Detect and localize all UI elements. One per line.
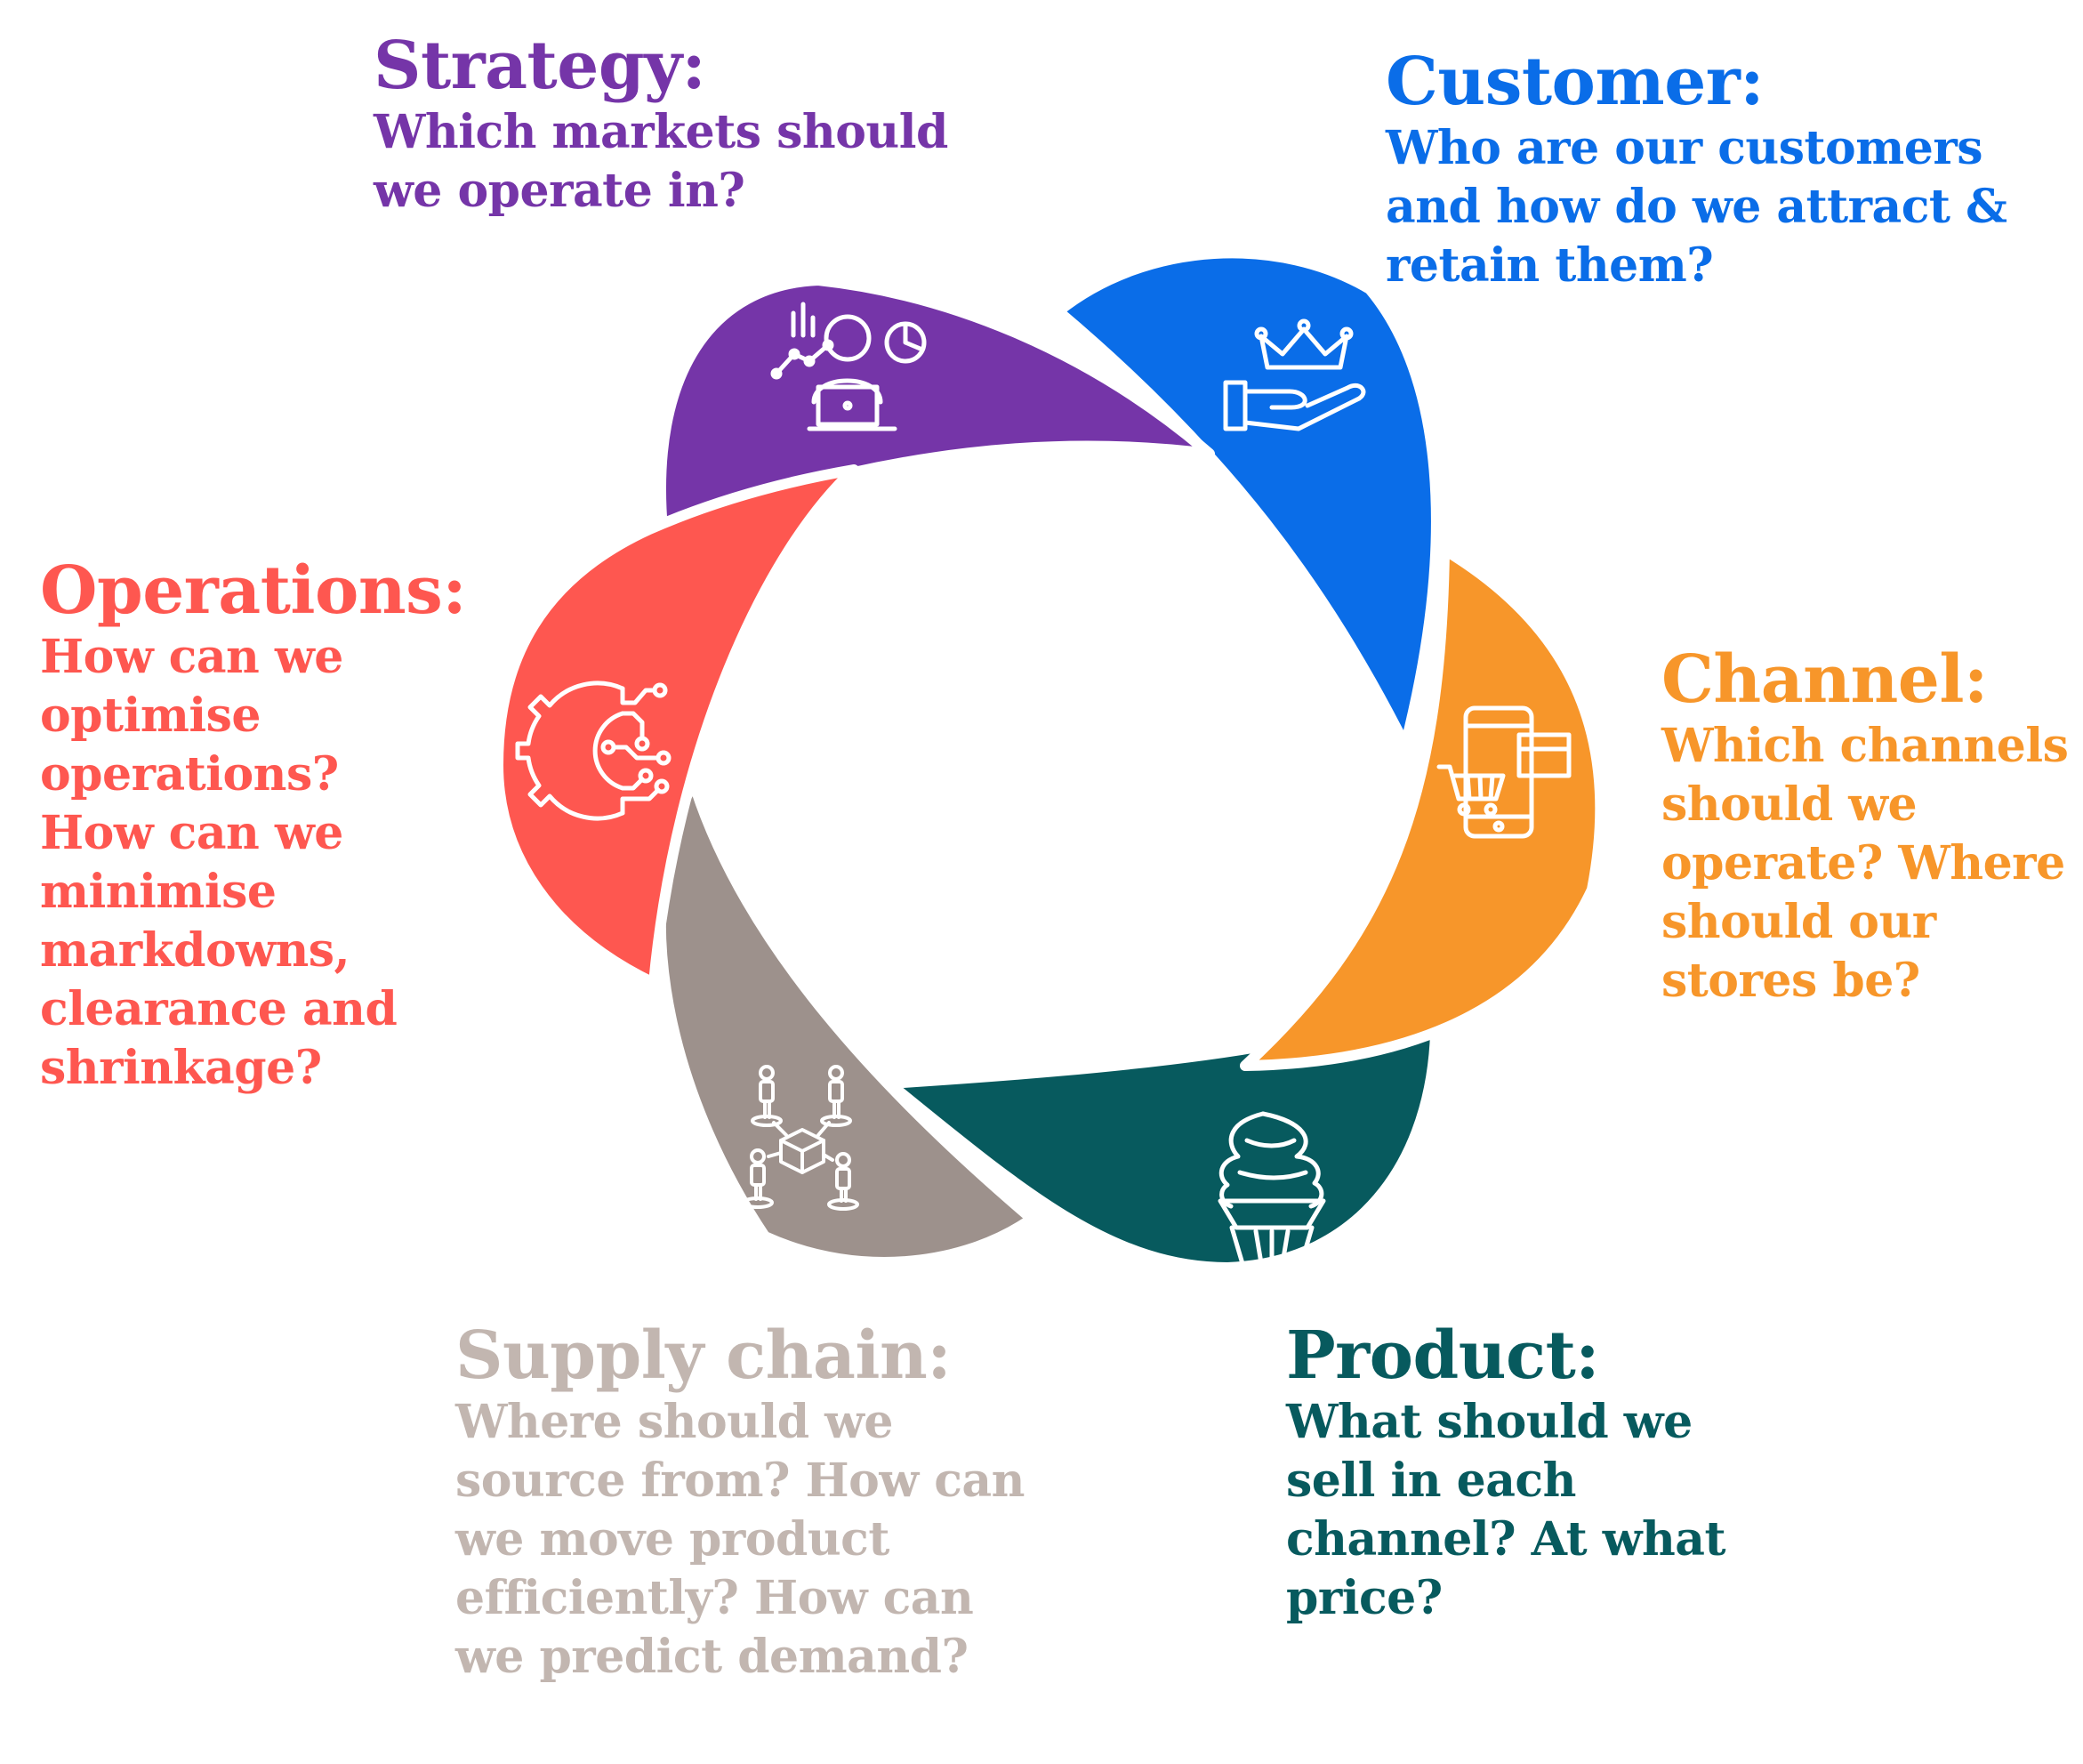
- cupcake-icon: [1218, 1111, 1326, 1269]
- label-operations: Operations: How can we optimise operatio…: [40, 552, 467, 1098]
- petal-channel: [1240, 544, 1606, 1071]
- channel-question: Which channels should we operate? Where …: [1661, 719, 2069, 1008]
- petal-operations: [493, 464, 859, 988]
- petal-customer: [1053, 247, 1442, 751]
- label-customer: Customer: Who are our customers and how …: [1386, 44, 2062, 295]
- people-network-box-icon: [742, 1065, 859, 1211]
- operations-title: Operations:: [40, 552, 467, 629]
- analyst-laptop-chart-icon: [770, 302, 927, 431]
- product-title: Product:: [1286, 1317, 1600, 1394]
- label-product: Product: What should we sell in each cha…: [1286, 1318, 1749, 1628]
- phone-cart-icon: [1436, 705, 1572, 839]
- gear-circuit-icon: [515, 681, 672, 821]
- product-question: What should we sell in each channel? At …: [1286, 1395, 1726, 1625]
- customer-title: Customer:: [1386, 44, 1765, 120]
- operations-question: How can we optimise operations? How can …: [40, 630, 398, 1095]
- channel-title: Channel:: [1661, 641, 1988, 718]
- supply-chain-question: Where should we source from? How can we …: [455, 1395, 1025, 1684]
- label-supply-chain: Supply chain: Where should we source fro…: [455, 1318, 1025, 1687]
- petal-strategy: [655, 275, 1215, 535]
- customer-question: Who are our customers and how do we attr…: [1386, 121, 2007, 293]
- petal-supply: [655, 777, 1037, 1268]
- strategy-question: Which markets should we operate in?: [374, 105, 948, 218]
- label-strategy: Strategy: Which markets should we operat…: [374, 28, 996, 221]
- hand-crown-icon: [1223, 318, 1366, 431]
- label-channel: Channel: Which channels should we operat…: [1661, 642, 2083, 1011]
- strategy-title: Strategy:: [374, 28, 706, 104]
- supply-chain-title: Supply chain:: [455, 1317, 952, 1394]
